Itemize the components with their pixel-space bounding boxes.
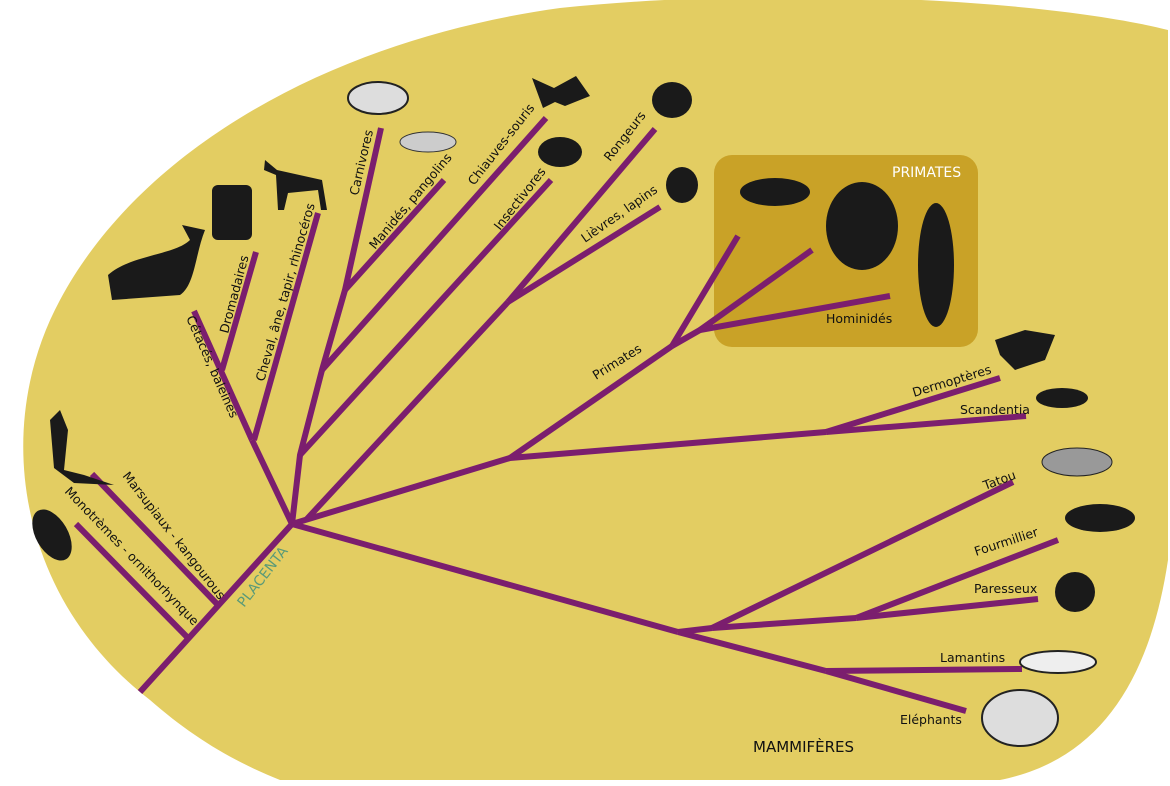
hedgehog-icon [538,137,582,167]
label-scandentia: Scandentia [960,402,1030,417]
pangolin-icon [399,131,457,153]
tiger-icon [347,81,409,115]
branch-trunk [137,521,295,695]
branch-rongeurs [505,127,658,304]
branch-paresseux [855,596,1039,621]
branches [73,116,1060,714]
branch-lemur [669,234,741,348]
branch-scandentia [825,413,1027,435]
horse-icon [264,160,327,210]
branch-dermopteres [825,375,1001,435]
label-lamantins: Lamantins [940,650,1005,665]
branch-dromadaires [219,251,259,371]
branch-primates-stem [291,455,511,527]
whale-icon [108,225,205,300]
branch-chauves-souris [319,116,549,372]
branch-monotremes [73,521,191,641]
label-hominides: Hominidés [826,311,892,326]
squirrel-icon [652,82,692,118]
branch-euarchonta [509,429,827,461]
anteater-icon [1065,504,1135,532]
branch-elephants [825,668,967,714]
label-paresseux: Paresseux [974,581,1037,596]
branch-manides [342,177,447,293]
bat-icon [532,76,590,108]
label-elephants: Eléphants [900,712,962,727]
branch-tatou [710,479,1015,631]
branch-ape-stem [670,327,702,349]
branch-gorilla [698,247,814,333]
branch-pilosa [711,615,857,631]
rabbit-icon [666,167,698,203]
branch-xenarthra [677,625,713,635]
platypus-icon [32,509,72,561]
branch-lamantins [825,666,1023,674]
branch-marsupiaux [89,471,221,608]
branch-afro-xenarthra [291,521,679,635]
hominid-icon [918,203,954,327]
branch-afrotheria [677,629,827,674]
branch-lievres [506,204,662,305]
lemur-icon [740,178,810,206]
treeshrew-icon [1036,388,1088,408]
animal-illustrations [32,76,1135,747]
branch-rongeurs-stem [303,299,511,523]
gorilla-icon [826,182,898,270]
branch-hominides [699,293,891,333]
branch-fourmillier [854,537,1060,621]
manatee-icon [1019,650,1097,674]
flying-lemur-icon [995,330,1055,370]
armadillo-icon [1041,447,1113,477]
sloth-icon [1055,572,1095,612]
branch-cetaces [191,309,255,442]
branch-left-stem [249,438,295,526]
diagram-title: MAMMIFÈRES [753,737,854,756]
branch-insectivores [297,177,554,458]
llama-icon [212,185,252,240]
branch-primates [508,343,674,461]
primates-box-title: PRIMATES [892,165,961,181]
elephant-icon [981,689,1059,747]
branch-cheval [251,212,321,441]
kangaroo-icon [50,410,114,485]
